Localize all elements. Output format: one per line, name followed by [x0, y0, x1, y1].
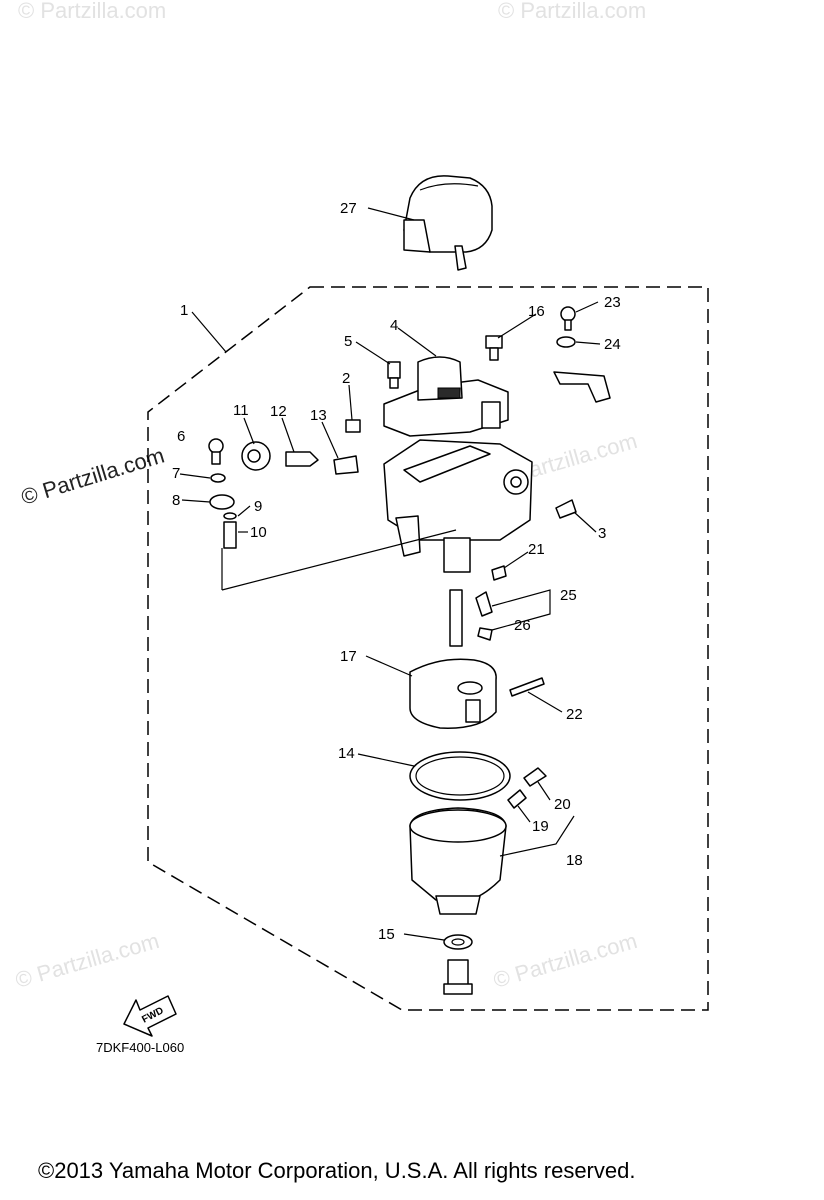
callout-20: 20: [554, 796, 571, 813]
part-3-screw: [555, 499, 577, 519]
diagram-code: 7DKF400-L060: [96, 1040, 185, 1055]
callout-22: 22: [566, 706, 583, 723]
part-24-washer: [556, 336, 576, 348]
drain-bolt: [443, 959, 473, 995]
part-26-clip: [477, 627, 493, 641]
callout-24: 24: [604, 336, 621, 353]
copyright-notice: ©2013 Yamaha Motor Corporation, U.S.A. A…: [38, 1158, 636, 1183]
watermark-bottom-right: © Partzilla.com: [490, 928, 639, 993]
part-7-washer: [210, 473, 226, 483]
callout-12: 12: [270, 403, 287, 420]
part-10-screw: [223, 521, 237, 549]
part-11-cap: [241, 441, 271, 471]
part-21-jet: [491, 565, 507, 581]
callout-25: 25: [560, 587, 577, 604]
part-12-throttle-stop: [285, 451, 319, 467]
part-13-spring: [333, 455, 359, 475]
callout-18: 18: [566, 852, 583, 869]
callout-2: 2: [342, 370, 350, 387]
callout-13: 13: [310, 407, 327, 424]
callout-7: 7: [172, 465, 180, 482]
callout-3: 3: [598, 525, 606, 542]
callout-27: 27: [340, 200, 357, 217]
part-15-washer: [443, 934, 473, 950]
callout-15: 15: [378, 926, 395, 943]
carburetor-body: [383, 356, 533, 573]
callout-11: 11: [233, 402, 249, 419]
fwd-arrow-icon: FWD: [123, 995, 177, 1037]
part-9-ring: [223, 512, 237, 520]
callout-17: 17: [340, 648, 357, 665]
part-14-gasket: [409, 751, 511, 801]
part-18-float-chamber: [409, 807, 507, 915]
part-22-pin: [509, 677, 545, 697]
callout-14: 14: [338, 745, 355, 762]
part-17-float: [409, 658, 497, 729]
callout-1: 1: [180, 302, 188, 319]
callout-6: 6: [177, 428, 185, 445]
part-6-screw: [208, 438, 224, 465]
part-8-plate: [209, 494, 235, 510]
callout-5: 5: [344, 333, 352, 350]
watermark-top-right: © Partzilla.com: [498, 0, 646, 23]
callout-19: 19: [532, 818, 549, 835]
leader-lines: [179, 207, 601, 941]
part-5-screw: [387, 361, 401, 389]
part-16-screw: [485, 335, 503, 361]
callout-26: 26: [514, 617, 531, 634]
part-23-screw: [560, 306, 576, 331]
bracket: [553, 371, 611, 403]
callout-9: 9: [254, 498, 262, 515]
callout-23: 23: [604, 294, 621, 311]
part-25-needle-valve: [475, 591, 493, 617]
watermark-top-left: © Partzilla.com: [18, 0, 166, 23]
callout-16: 16: [528, 303, 545, 320]
callout-8: 8: [172, 492, 180, 509]
part-27-cover: [403, 175, 493, 271]
callout-10: 10: [250, 524, 267, 541]
callout-labels: 27 1 4 5 2 16 23 24 11 12 13 6 7 8 9 10 …: [172, 200, 621, 943]
watermark-bottom-left: © Partzilla.com: [12, 928, 161, 993]
assembly-boundary: [147, 286, 709, 1011]
part-20-screw: [523, 767, 547, 787]
watermark-left-main: © Partzilla.com: [18, 443, 167, 510]
callout-21: 21: [528, 541, 545, 558]
part-2-screw: [345, 419, 361, 433]
callout-4: 4: [390, 317, 398, 334]
main-nozzle: [449, 589, 463, 647]
part-19-spring: [507, 789, 527, 809]
